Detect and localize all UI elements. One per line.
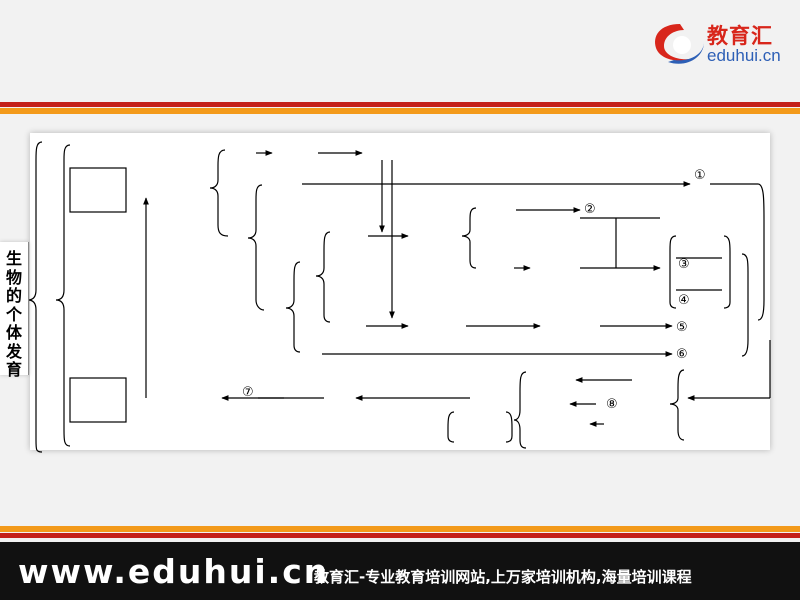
logo-text-cn: 教育汇 [707, 24, 773, 48]
eduhui-logo: 教育汇 eduhui.cn [650, 18, 790, 70]
flower-bracket [209, 149, 229, 237]
marker-8: ⑧ [606, 397, 618, 412]
marker-4: ④ [678, 293, 690, 308]
logo-swoosh-icon [655, 24, 704, 64]
diagram-card [30, 133, 770, 450]
footer-slogan: 教育汇-专业教育培训网站,上万家培训机构,海量培训课程 [314, 568, 692, 586]
footer-red-stripe [0, 533, 800, 538]
marker-3: ③ [678, 257, 690, 272]
marker-6: ⑥ [676, 347, 688, 362]
red-stripe [0, 102, 800, 107]
inner-bracket [55, 144, 71, 447]
logo-text-en: eduhui.cn [707, 46, 781, 65]
marker-7: ⑦ [242, 385, 254, 400]
seed-formation-box [69, 167, 127, 213]
marker-2: ② [584, 202, 596, 217]
footer: www.eduhui.cn 教育汇-专业教育培训网站,上万家培训机构,海量培训课… [0, 542, 800, 600]
orange-stripe [0, 108, 800, 114]
side-title-panel: 生物的个体发育 [0, 242, 29, 379]
marker-5: ⑤ [676, 320, 688, 335]
footer-orange-stripe [0, 526, 800, 532]
plant-growth-box [69, 377, 127, 423]
outer-bracket [27, 141, 43, 453]
footer-url[interactable]: www.eduhui.cn [18, 552, 330, 591]
marker-1: ① [694, 168, 706, 183]
side-title: 生物的个体发育 [5, 249, 22, 379]
